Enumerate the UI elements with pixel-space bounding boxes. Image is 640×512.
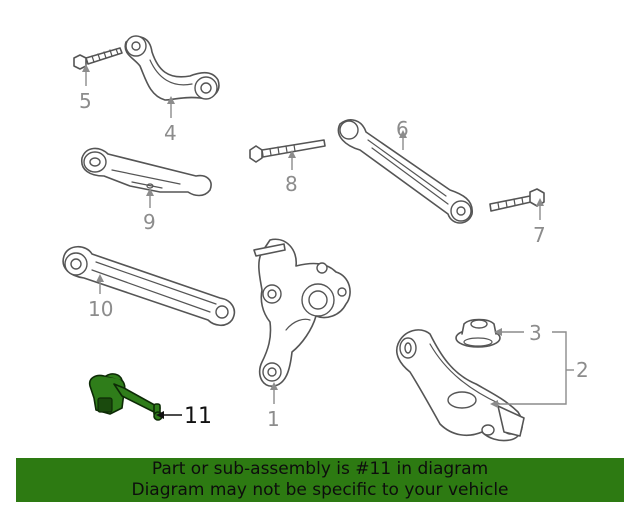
part-11-height-sensor[interactable]	[88, 373, 163, 421]
part-10-trailing-arm[interactable]	[62, 245, 236, 327]
banner-line-2: Diagram may not be specific to your vehi…	[131, 480, 509, 500]
callout-6[interactable]: 6	[396, 117, 409, 141]
callout-2[interactable]: 2	[576, 358, 589, 382]
part-4-upper-control-arm[interactable]	[124, 35, 220, 101]
callout-3[interactable]: 3	[529, 321, 542, 345]
part-1-knuckle[interactable]	[253, 238, 351, 387]
part-8-bolt[interactable]	[249, 139, 326, 163]
part-7-bolt[interactable]	[489, 188, 545, 212]
part-2-lower-control-arm[interactable]	[395, 329, 525, 442]
part-3-mount[interactable]	[455, 318, 501, 348]
callout-9[interactable]: 9	[143, 210, 156, 234]
info-banner: Part or sub-assembly is #11 in diagram D…	[16, 458, 624, 502]
part-5-bolt[interactable]	[73, 47, 123, 70]
leader-2-bracket	[498, 331, 567, 405]
arrowheads	[82, 64, 544, 419]
leader-lines	[85, 72, 574, 416]
part-6-control-arm[interactable]	[337, 119, 473, 224]
callout-11[interactable]: 11	[184, 404, 212, 429]
callout-7[interactable]: 7	[533, 223, 546, 247]
banner-line-1: Part or sub-assembly is #11 in diagram	[151, 459, 489, 479]
callout-8[interactable]: 8	[285, 172, 298, 196]
part-9-lateral-arm[interactable]	[80, 147, 212, 197]
callout-5[interactable]: 5	[79, 89, 92, 113]
parts-diagram: 5 4 8 6 7 9 10 1 3 2 11	[62, 35, 589, 442]
callout-1[interactable]: 1	[267, 407, 280, 431]
callout-4[interactable]: 4	[164, 121, 177, 145]
callout-10[interactable]: 10	[88, 297, 113, 321]
